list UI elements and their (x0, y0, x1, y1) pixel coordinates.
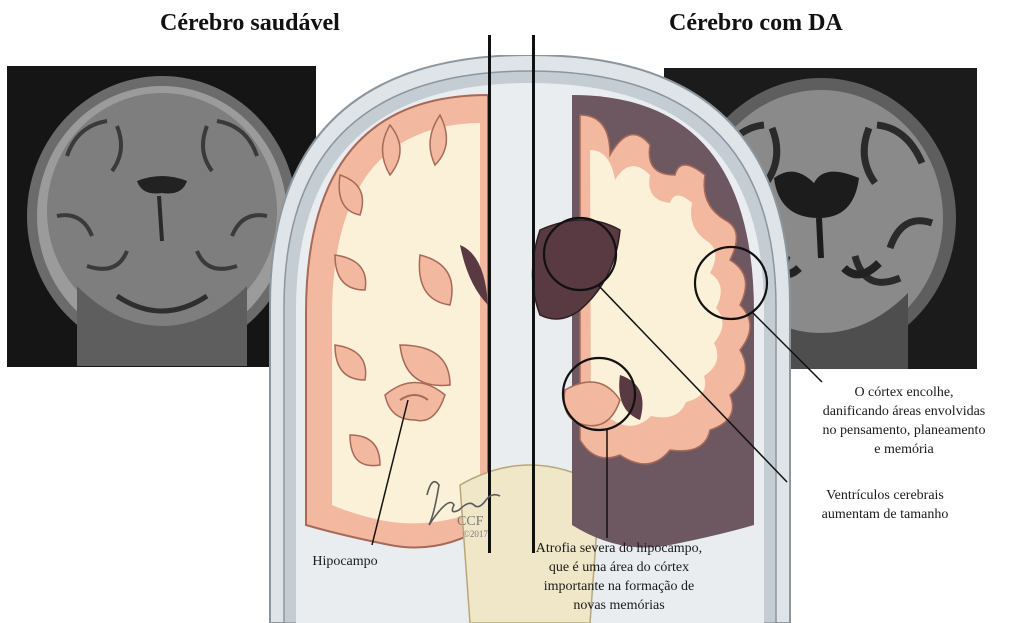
signature-year: ©2017 (463, 529, 488, 539)
signature-org: CCF (457, 514, 484, 529)
label-cortex-shrinks: O córtex encolhe, danificando áreas envo… (778, 383, 1029, 459)
label-hipocampo: Hipocampo (290, 552, 400, 571)
title-alzheimer-brain: Cérebro com DA (669, 10, 843, 37)
artist-signature: CCF ©2017 (415, 455, 505, 545)
label-ventricles-enlarge: Ventrículos cerebrais aumentam de tamanh… (785, 486, 985, 524)
label-hippocampus-atrophy: Atrofia severa do hipocampo, que é uma á… (514, 539, 724, 615)
brain-illustration (240, 55, 820, 623)
title-healthy-brain: Cérebro saudável (160, 10, 340, 37)
divider-right (532, 35, 535, 553)
